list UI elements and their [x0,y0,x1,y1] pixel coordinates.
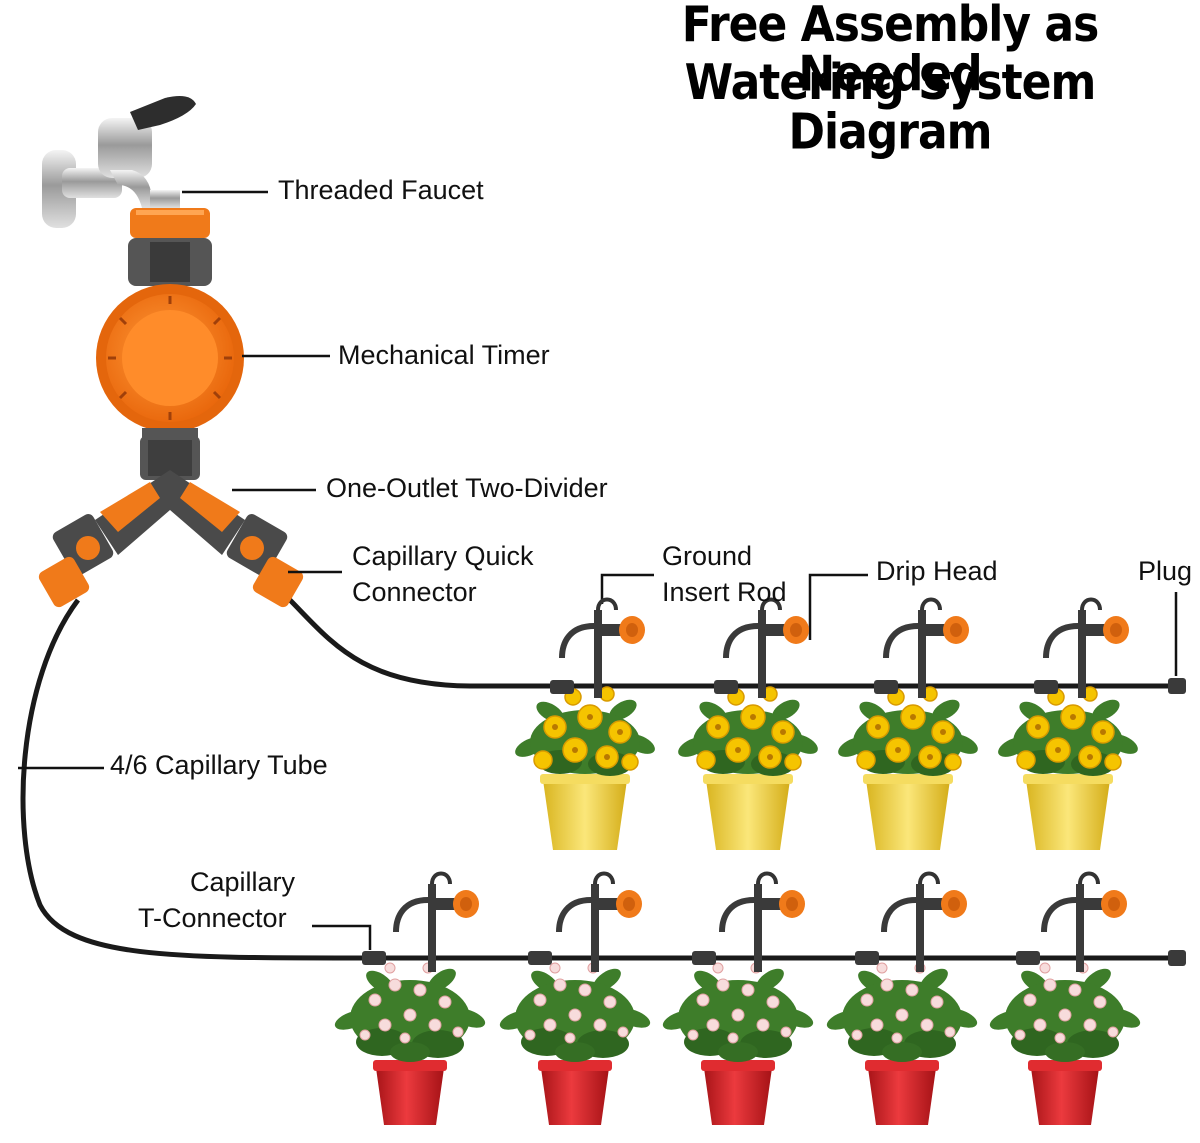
divider-icon [38,436,304,608]
capillary-tube-left [20,598,381,961]
label-t-connector-line1: Capillary [190,867,296,897]
top-row [511,600,1142,851]
label-ground-rod-line1: Ground [662,541,753,571]
capillary-tube-right [286,596,1180,689]
label-quick-connector-line2: Connector [352,577,477,607]
connector-nut-icon [128,208,212,286]
faucet-icon [42,96,196,228]
label-quick-connector-line1: Capillary Quick [352,541,534,571]
label-t-connector-line2: T-Connector [138,903,287,933]
label-threaded-faucet: Threaded Faucet [278,175,484,205]
plug-icon [1168,678,1186,694]
label-plug: Plug [1138,556,1193,586]
bottom-row [331,874,1144,1126]
title-line-1: Free Assembly as Needed [681,0,1100,103]
end-plug-icon [1168,950,1186,966]
callout-lines [18,190,1178,950]
label-mechanical-timer: Mechanical Timer [338,340,550,370]
timer-icon [96,284,244,442]
label-divider: One-Outlet Two-Divider [326,473,608,503]
label-ground-rod-line2: Insert Rod [662,577,787,607]
title-line-2: Watering System Diagram [684,54,1097,161]
label-capillary-tube: 4/6 Capillary Tube [110,750,328,780]
label-drip-head: Drip Head [876,556,998,586]
